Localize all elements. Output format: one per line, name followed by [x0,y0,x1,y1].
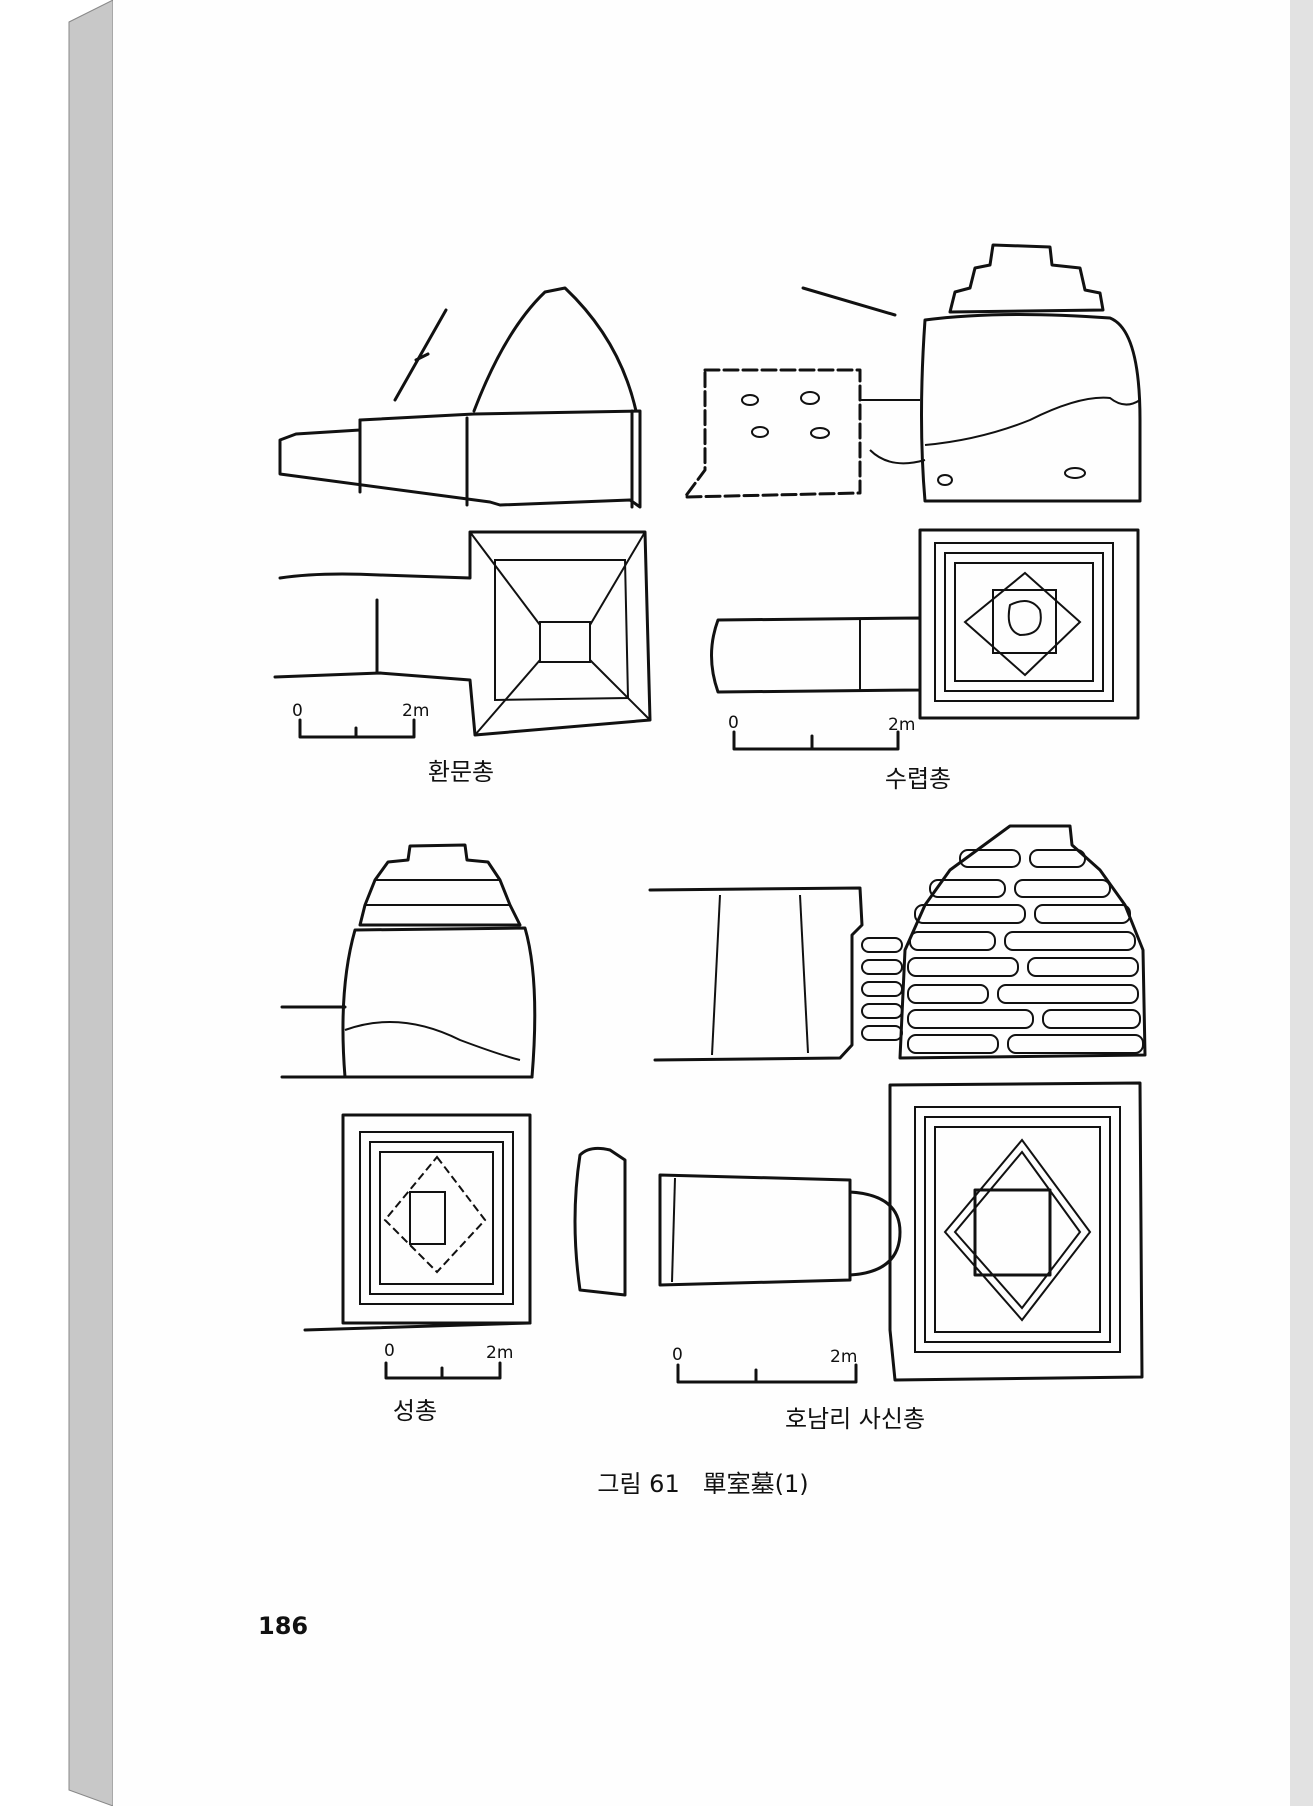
figure-label: 환문총 [428,758,494,786]
scale-start-label: 0 [728,713,739,733]
elevation-drawing [280,843,537,1079]
scale-start-label: 0 [292,701,303,721]
figure-label: 수렵총 [885,765,951,793]
scale-bar: 0 2m [728,713,915,751]
scale-end-label: 2m [830,1347,857,1367]
elevation-drawing [278,286,642,509]
left-page-edge [68,0,114,1806]
plan-drawing [273,530,652,737]
plan-drawing [710,528,1140,720]
figure-label: 성총 [393,1397,437,1425]
figure-suryeopchong: 0 2m 수렵총 [683,243,1142,793]
figure-label: 호남리 사신총 [785,1405,925,1433]
page-surface [113,0,1290,1806]
page-number: 186 [258,1612,308,1640]
scale-start-label: 0 [672,1345,683,1365]
figure-caption: 그림 61 單室墓(1) [597,1470,808,1498]
scale-end-label: 2m [486,1343,513,1363]
scale-start-label: 0 [384,1341,395,1361]
scale-bar: 0 2m [672,1345,858,1384]
scale-bar: 0 2m [292,701,429,739]
scale-end-label: 2m [402,701,429,721]
figure-seongchong: 0 2m 성총 [280,843,537,1425]
figure-honamri-sasinchong: 0 2m 호남리 사신총 [573,824,1147,1433]
elevation-drawing [683,243,1142,503]
plan-drawing [573,1081,1144,1382]
scale-end-label: 2m [888,715,915,735]
elevation-drawing [648,824,1147,1062]
scale-bar: 0 2m [384,1341,513,1380]
right-page-edge [1290,0,1313,1806]
plan-drawing [303,1113,532,1332]
figure-hwanmunchong: 0 2m 환문총 [273,286,652,786]
